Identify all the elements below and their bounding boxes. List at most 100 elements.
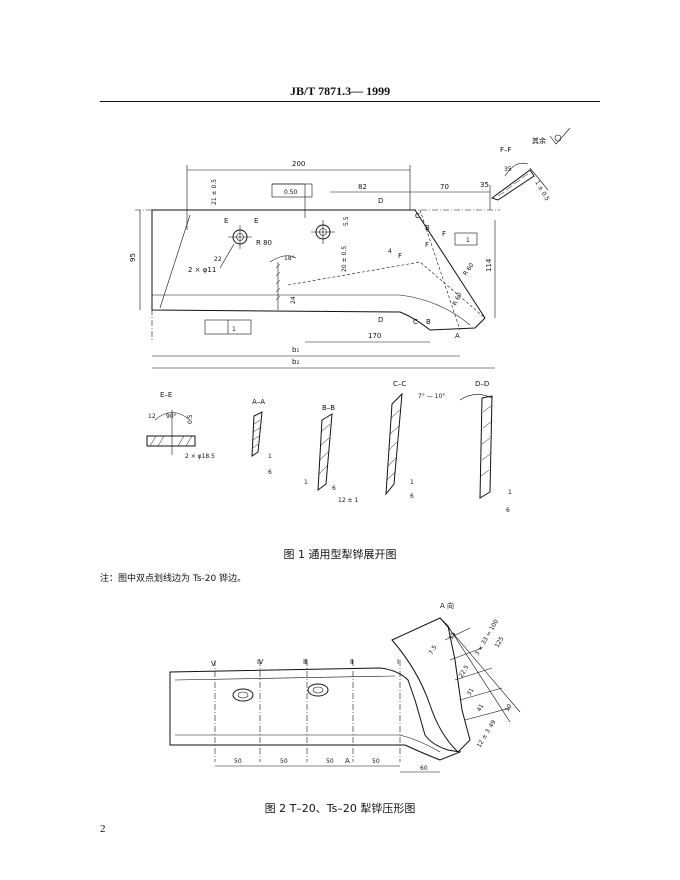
angle-18-marker — [269, 255, 297, 310]
dim-35: 35 — [480, 181, 489, 189]
cut-a: A — [455, 332, 460, 340]
station-ii: Ⅱ — [350, 658, 353, 666]
r80-label: R 80 — [256, 239, 272, 247]
page-number: 2 — [100, 823, 106, 835]
cut-f-top: F — [442, 230, 446, 238]
cc-1: 1 — [410, 479, 414, 486]
r60-right: R 60 — [451, 291, 463, 307]
aa-1: 1 — [268, 453, 272, 460]
dim-3x33: 3 × 33 = 100 — [474, 618, 500, 657]
bb-1: 1 — [304, 479, 308, 486]
cut-c-top: C — [415, 212, 420, 220]
dim-200: 200 — [292, 160, 305, 168]
dim-50-a: 50 — [234, 758, 242, 765]
dim-22: 22 — [214, 256, 222, 263]
cut-b-bottom: B — [426, 318, 431, 326]
cc-angle: 7° — 10° — [418, 393, 445, 400]
aa-section — [251, 411, 263, 457]
dim-60: 60 — [420, 765, 428, 772]
hole-iv — [232, 688, 254, 702]
dim-50-c: 50 — [326, 758, 334, 765]
dim-4: 4 — [388, 248, 392, 255]
header-rule — [100, 101, 600, 102]
station-iii: Ⅲ — [303, 658, 308, 666]
cc-6: 6 — [410, 493, 414, 500]
share-plan-outline — [135, 209, 500, 340]
dim-170: 170 — [368, 332, 381, 340]
dim-b2: b₂ — [292, 358, 299, 366]
dim-20: 20 ± 0.5 — [341, 246, 348, 272]
cut-d-bottom: D — [378, 316, 383, 324]
dim-b1: b₁ — [292, 346, 299, 354]
top-dimensions — [186, 165, 491, 230]
dim-15: 15 — [448, 631, 458, 641]
bb-label: B–B — [322, 404, 335, 412]
tol-050: 0.50 — [284, 189, 298, 196]
dd-section — [459, 394, 493, 499]
dim-50-b: 50 — [280, 758, 288, 765]
cc-section — [385, 392, 403, 496]
bb-12: 12 ± 1 — [338, 497, 358, 504]
figure-1-caption: 图 1 通用型犁铧展开图 — [283, 548, 397, 561]
angle-18: 18° — [284, 255, 295, 262]
ff-label: F–F — [500, 146, 512, 154]
view-a-wing — [391, 617, 521, 753]
dim-21: 21 ± 0.5 — [211, 179, 218, 205]
e-mark-left: E — [224, 217, 228, 225]
dd-6: 6 — [506, 507, 510, 514]
ee-90: 90° — [166, 413, 177, 420]
dim-31: 31 — [466, 687, 476, 697]
dim-41: 41 — [476, 703, 486, 713]
view-a-label: A 向 — [440, 601, 454, 610]
dim-114: 114 — [485, 258, 493, 272]
page-header: JB/T 7871.3— 1999 — [289, 84, 391, 98]
tol-1-right: 1 — [466, 237, 470, 244]
ee-label: E–E — [160, 391, 172, 399]
cut-a-fig2: A — [345, 757, 350, 765]
ff-section — [490, 162, 549, 201]
aa-label: A–A — [252, 398, 265, 406]
station-iv: Ⅳ — [257, 658, 264, 666]
dim-70: 70 — [440, 183, 449, 191]
ee-12: 12 — [148, 413, 156, 420]
bb-section — [317, 413, 333, 492]
aa-6: 6 — [268, 469, 272, 476]
figure-2-caption: 图 2 T–20、Ts–20 犁铧压形图 — [264, 802, 416, 815]
ee-0-5: 0.5 — [187, 414, 194, 424]
e-mark-right: E — [254, 217, 258, 225]
r60-upper: R 60 — [462, 262, 476, 277]
cut-b-top: B — [425, 224, 430, 232]
cut-c-bottom: C — [413, 318, 418, 326]
roughness-symbol — [549, 127, 571, 145]
rest-label: 其余 — [532, 136, 546, 145]
ee-section — [146, 410, 196, 455]
station-v: V — [211, 660, 216, 668]
ee-hole: 2 × φ18.5 — [185, 453, 215, 460]
dd-label: D–D — [475, 380, 489, 388]
dim-24: 24 — [290, 296, 297, 304]
dd-1: 1 — [508, 489, 512, 496]
dim-7-5: 7.5 — [428, 644, 439, 656]
dim-82: 82 — [358, 183, 367, 191]
cut-d-top: D — [378, 197, 383, 205]
share-side-view — [169, 660, 462, 762]
cut-f-left: F — [398, 252, 402, 260]
hole-label: 2 × φ11 — [188, 266, 216, 274]
dim-95: 95 — [129, 253, 137, 262]
dim-49: 49 — [488, 719, 498, 729]
cc-label: C–C — [393, 380, 406, 388]
dim-12: 12 ± 3 — [476, 728, 492, 749]
ff-1-5: 1 ± 0.5 — [533, 180, 550, 203]
dim-5-5: 5.5 — [343, 216, 350, 226]
dim-22-5: 22.5 — [458, 664, 471, 679]
figure-1-note: 注：图中双点划线边为 Ts-20 铧边。 — [100, 574, 247, 584]
ff-35: 35 — [504, 166, 512, 173]
bb-6: 6 — [332, 485, 336, 492]
dim-10: 10 — [504, 703, 514, 713]
tol-1-lower: 1 — [232, 326, 236, 333]
dim-125: 125 — [494, 635, 506, 649]
hole-right — [311, 220, 335, 244]
hole-left — [228, 225, 252, 249]
